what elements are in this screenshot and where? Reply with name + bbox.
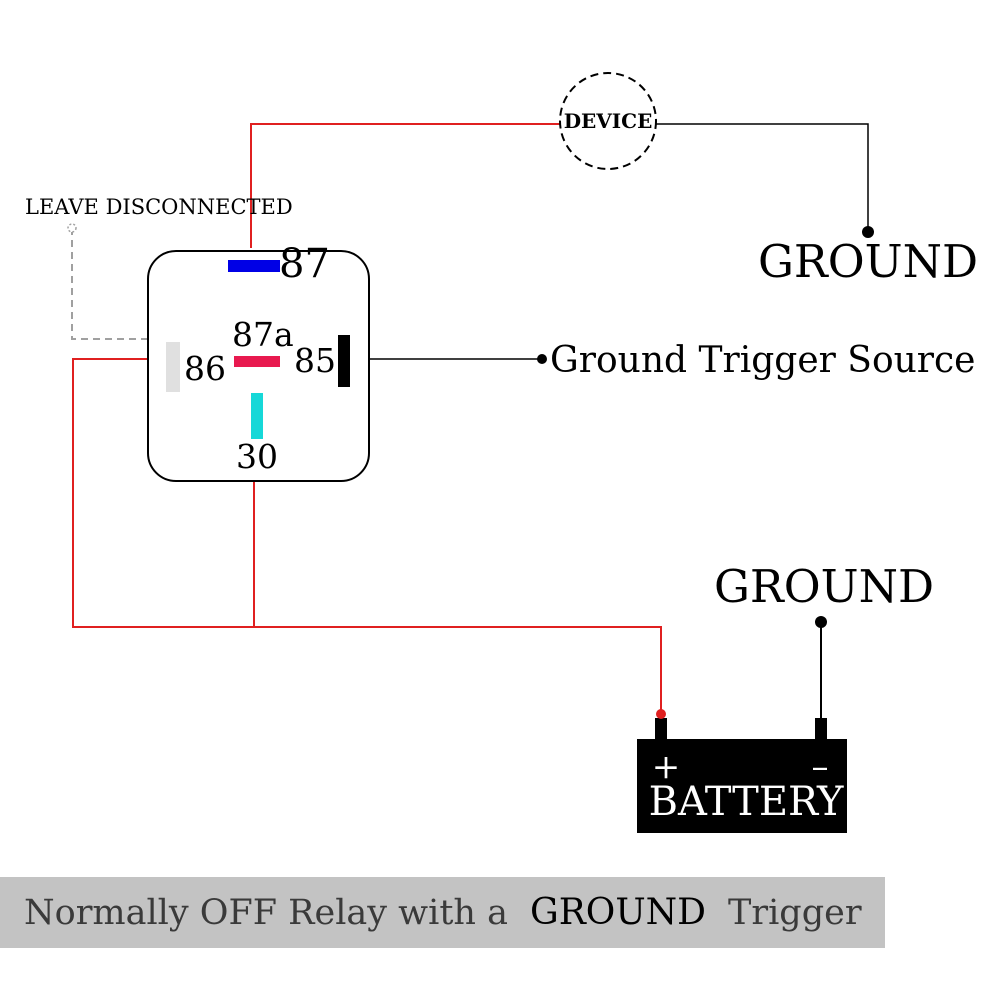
battery-label: BATTERY <box>649 779 844 825</box>
device-circle <box>559 72 657 170</box>
wire-87-to-device <box>250 123 560 248</box>
pin-85-label: 85 <box>294 341 336 380</box>
pin-85-bar <box>338 335 350 387</box>
trigger-label: Ground Trigger Source <box>550 340 975 381</box>
pin-87-bar <box>228 260 280 272</box>
pin-87a-label: 87a <box>232 315 294 354</box>
unused-terminal <box>67 223 77 233</box>
caption-bar: Normally OFF Relay with a GROUND Trigger <box>0 877 885 948</box>
pin-86-bar <box>166 342 180 392</box>
pin-30-bar <box>251 393 263 439</box>
trigger-terminal <box>537 354 547 364</box>
battery-minus-post <box>815 718 827 740</box>
ground-top-terminal <box>862 226 874 238</box>
pin-87-label: 87 <box>279 241 330 287</box>
battery-plus-sign: + <box>652 747 681 787</box>
pin-87a-bar <box>234 356 280 367</box>
battery-minus-sign: – <box>812 747 829 787</box>
pin-86-label: 86 <box>184 349 226 388</box>
wire-86-to-battery <box>72 358 662 714</box>
wire-device-to-ground <box>655 123 869 232</box>
ground-battery-label: GROUND <box>714 560 934 613</box>
ground-battery-terminal <box>815 616 827 628</box>
ground-top-label: GROUND <box>758 235 978 288</box>
battery-body <box>637 739 847 833</box>
battery-plus-post <box>655 718 667 740</box>
leave-disconnected-label: LEAVE DISCONNECTED <box>25 195 293 219</box>
caption-suffix: Trigger <box>728 892 862 933</box>
battery-plus-terminal <box>656 709 666 719</box>
caption-prefix: Normally OFF Relay with a <box>24 892 508 933</box>
caption-highlight: GROUND <box>529 892 707 933</box>
pin-30-label: 30 <box>236 437 278 476</box>
device-label: DEVICE <box>564 109 653 133</box>
